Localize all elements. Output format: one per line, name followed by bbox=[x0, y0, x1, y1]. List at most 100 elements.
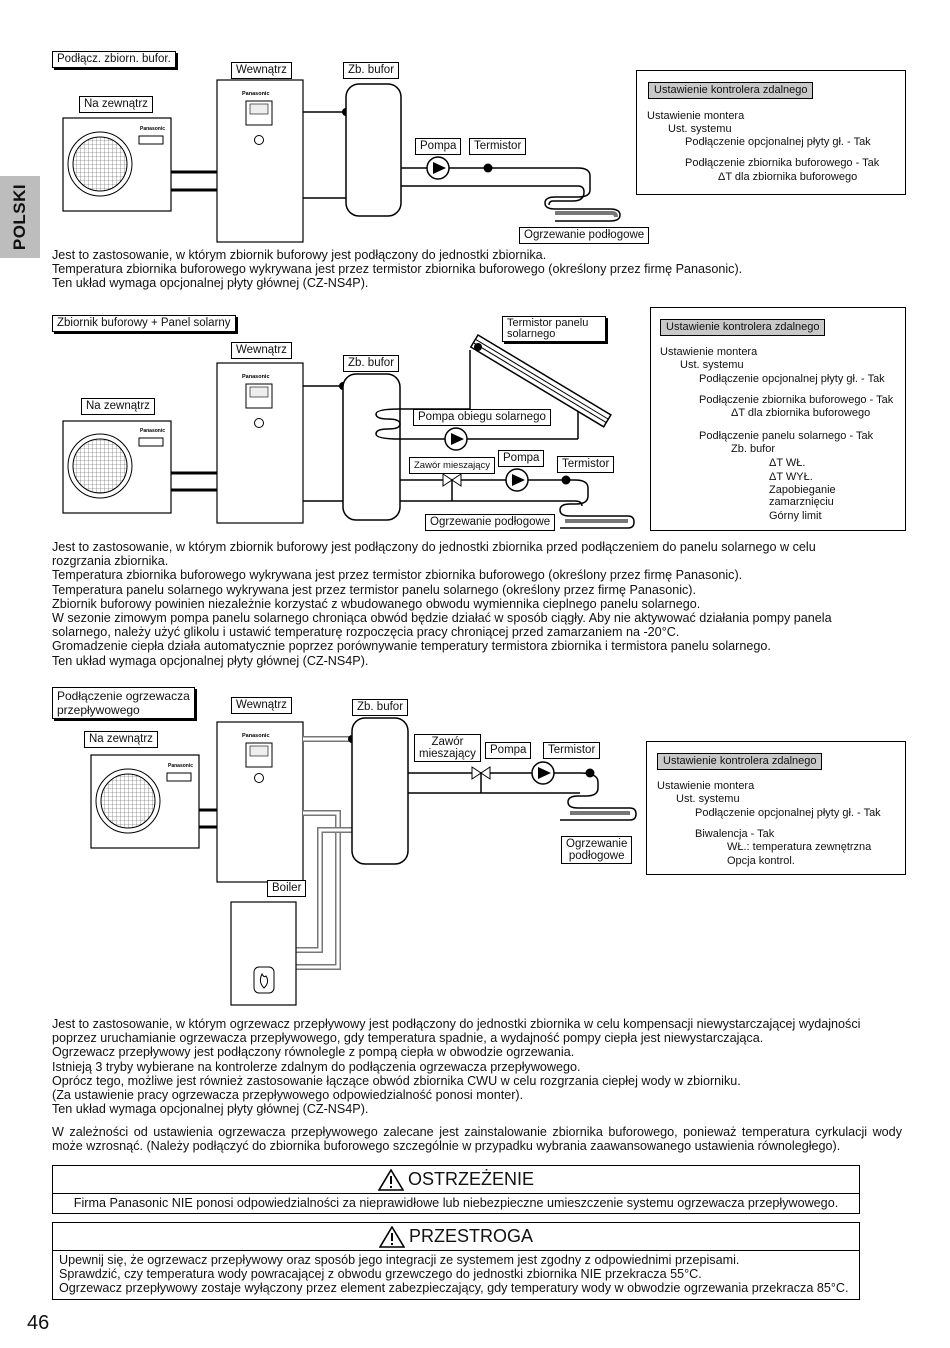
text-line: Temperatura panelu solarnego wykrywana j… bbox=[52, 582, 696, 597]
text-line: poprzez uruchamianie ogrzewacza przepływ… bbox=[52, 1031, 764, 1046]
diagram-3-indoor-label: Wewnątrz bbox=[231, 697, 292, 714]
warning-text: Firma Panasonic NIE ponosi odpowiedzialn… bbox=[73, 1196, 839, 1210]
svg-text:Panasonic: Panasonic bbox=[242, 91, 270, 97]
caution-title-text: PRZESTROGA bbox=[408, 1226, 533, 1246]
settings-line: ΔT dla zbiornika buforowego bbox=[718, 171, 858, 183]
diagram-2-settings-head: Ustawienie kontrolera zdalnego bbox=[660, 319, 826, 337]
diagram-1-buffer-label: Zb. bufor bbox=[343, 62, 400, 79]
settings-line: Biwalencja - Tak bbox=[695, 828, 775, 840]
diagram-3-valve-line: mieszający bbox=[419, 748, 476, 760]
diagram-2-description: Jest to zastosowanie, w którym zbiornik … bbox=[52, 540, 902, 668]
text-line: Istnieją 3 tryby wybierane na kontrolerz… bbox=[52, 1059, 581, 1074]
text-line: rozgrzania zbiornika. bbox=[52, 554, 169, 569]
svg-text:Panasonic: Panasonic bbox=[140, 126, 165, 132]
diagram-2-indoor-label: Wewnątrz bbox=[231, 342, 292, 359]
caution-title: PRZESTROGA bbox=[53, 1223, 859, 1251]
diagram-3-description: Jest to zastosowanie, w którym ogrzewacz… bbox=[52, 1017, 902, 1116]
settings-line: Ustawienie montera bbox=[647, 110, 745, 122]
diagram-1-indoor-label: Wewnątrz bbox=[231, 62, 292, 79]
settings-line: zamarznięciu bbox=[769, 496, 834, 508]
caution-text: Upewnij się, że ogrzewacz przepływowy or… bbox=[53, 1251, 859, 1299]
text-line: solarnego, należy użyć glikolu i ustawić… bbox=[52, 625, 680, 640]
svg-text:Panasonic: Panasonic bbox=[242, 733, 270, 739]
settings-line: Ustawienie montera bbox=[660, 346, 758, 358]
caution-line: Upewnij się, że ogrzewacz przepływowy or… bbox=[59, 1253, 740, 1267]
diagram-3-pump-label: Pompa bbox=[485, 742, 532, 759]
settings-line: Podłączenie panelu solarnego - Tak bbox=[699, 430, 874, 442]
text-line: Oprócz tego, możliwe jest również zastos… bbox=[52, 1073, 741, 1088]
text-line: Jest to zastosowanie, w którym ogrzewacz… bbox=[52, 1017, 861, 1031]
caution-line: Sprawdzić, czy temperatura wody powracaj… bbox=[59, 1267, 702, 1282]
settings-line: ΔT dla zbiornika buforowego bbox=[731, 407, 871, 419]
diagram-3-title: Podłączenie ogrzewacza przepływowego bbox=[52, 687, 195, 719]
settings-line: Ust. systemu bbox=[668, 123, 732, 135]
diagram-3-floor-line: Ogrzewanie bbox=[566, 838, 628, 850]
settings-line: Ust. systemu bbox=[676, 793, 740, 805]
settings-line: Podłączenie opcjonalnej płyty gł. - Tak bbox=[699, 373, 885, 385]
text-line: Ten układ wymaga opcjonalnej płyty główn… bbox=[52, 653, 369, 668]
diagram-2-outdoor-label: Na zewnątrz bbox=[81, 398, 155, 415]
page-number: 46 bbox=[27, 1312, 50, 1334]
svg-text:Panasonic: Panasonic bbox=[242, 374, 270, 380]
settings-line: Zapobieganie bbox=[769, 484, 836, 496]
text-line: W sezonie zimowym pompa panelu solarnego… bbox=[52, 611, 832, 626]
text-line: (Za ustawienie pracy ogrzewacza przepływ… bbox=[52, 1088, 524, 1103]
text-line: Ten układ wymaga opcjonalnej płyty główn… bbox=[52, 276, 369, 291]
diagram-3-floor-line: podłogowe bbox=[568, 850, 625, 862]
diagram-1-thermistor-label: Termistor bbox=[469, 138, 527, 155]
text-line: Zbiornik buforowy powinien niezależnie k… bbox=[52, 596, 701, 611]
diagram-3-buffer-label: Zb. bufor bbox=[352, 699, 409, 716]
diagram-3-floor-label: Ogrzewanie podłogowe bbox=[561, 836, 633, 864]
diagram-3-outdoor-label: Na zewnątrz bbox=[84, 731, 158, 748]
settings-line: Ust. systemu bbox=[680, 359, 744, 371]
diagram-3-valve-line: Zawór bbox=[431, 736, 464, 748]
settings-line: Ustawienie montera bbox=[657, 780, 755, 792]
caution-icon bbox=[378, 1226, 405, 1249]
svg-text:Panasonic: Panasonic bbox=[140, 428, 165, 434]
settings-line: Górny limit bbox=[769, 510, 822, 522]
settings-line: Zb. bufor bbox=[731, 443, 776, 455]
text-line: Ogrzewacz przepływowy jest podłączony ró… bbox=[52, 1045, 575, 1060]
diagram-3-boiler-label: Boiler bbox=[267, 880, 307, 897]
diagram-1-graphic: Panasonic Panasonic bbox=[62, 79, 621, 243]
text-line: Temperatura zbiornika buforowego wykrywa… bbox=[52, 568, 743, 583]
diagram-3-graphic: Panasonic Panasonic bbox=[90, 717, 637, 1006]
diagram-3-settings-head: Ustawienie kontrolera zdalnego bbox=[657, 753, 823, 771]
svg-text:Panasonic: Panasonic bbox=[168, 763, 193, 769]
text-line: Gromadzenie ciepła działa automatycznie … bbox=[52, 639, 771, 654]
language-tab: POLSKI bbox=[0, 176, 40, 258]
diagram-2-solar-pump-label: Pompa obiegu solarnego bbox=[413, 409, 551, 426]
diagram-1-settings-head: Ustawienie kontrolera zdalnego bbox=[648, 82, 814, 100]
warning-icon bbox=[377, 1169, 404, 1192]
warning-title-text: OSTRZEŻENIE bbox=[407, 1169, 534, 1189]
settings-line: Podłączenie zbiornika buforowego - Tak bbox=[699, 394, 894, 406]
text-line: Temperatura zbiornika buforowego wykrywa… bbox=[52, 262, 743, 277]
diagram-3-settings-box: Ustawienie kontrolera zdalnego Ustawieni… bbox=[646, 741, 906, 875]
diagram-2-solar-thermistor-label: Termistor panelu solarnego bbox=[502, 316, 606, 342]
buffer-recommendation-text: W zależności od ustawienia ogrzewacza pr… bbox=[52, 1125, 902, 1154]
diagram-1-pump-label: Pompa bbox=[415, 138, 462, 155]
settings-line: WŁ.: temperatura zewnętrzna bbox=[727, 841, 872, 853]
diagram-2-pump-label: Pompa bbox=[498, 450, 545, 467]
diagram-1-description: Jest to zastosowanie, w którym zbiornik … bbox=[52, 248, 902, 291]
diagram-2-settings-box: Ustawienie kontrolera zdalnego Ustawieni… bbox=[650, 307, 906, 531]
settings-line: Opcja kontrol. bbox=[727, 855, 795, 867]
diagram-3-title-line: przepływowego bbox=[57, 703, 140, 717]
warning-box: OSTRZEŻENIE Firma Panasonic NIE ponosi o… bbox=[52, 1165, 860, 1215]
settings-line: ΔT WŁ. bbox=[769, 457, 806, 469]
text-line: Jest to zastosowanie, w którym zbiornik … bbox=[52, 540, 816, 554]
settings-line: Podłączenie zbiornika buforowego - Tak bbox=[685, 157, 880, 169]
diagram-2-thermistor-label: Termistor bbox=[557, 456, 615, 473]
diagram-2-buffer-label: Zb. bufor bbox=[343, 355, 400, 372]
diagram-2-graphic: Panasonic Panasonic bbox=[62, 333, 635, 529]
diagram-1-outdoor-label: Na zewnątrz bbox=[79, 96, 153, 113]
caution-line: Ogrzewacz przepływowy zostaje wyłączony … bbox=[59, 1281, 849, 1296]
text-line: Jest to zastosowanie, w którym zbiornik … bbox=[52, 248, 547, 262]
diagram-2-mixing-valve-label: Zawór mieszający bbox=[409, 457, 496, 474]
caution-box: PRZESTROGA Upewnij się, że ogrzewacz prz… bbox=[52, 1222, 860, 1300]
diagram-2-title: Zbiornik buforowy + Panel solarny bbox=[52, 315, 236, 332]
diagram-3-title-line: Podłączenie ogrzewacza bbox=[57, 689, 190, 703]
settings-line: ΔT WYŁ. bbox=[769, 471, 813, 483]
diagram-1-settings-box: Ustawienie kontrolera zdalnego Ustawieni… bbox=[636, 70, 906, 195]
diagram-1-floor-label: Ogrzewanie podłogowe bbox=[519, 227, 650, 244]
